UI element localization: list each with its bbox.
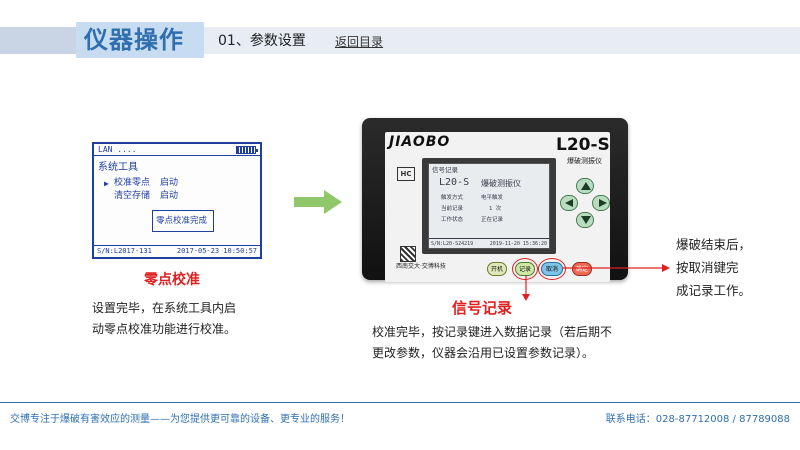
qr-code-icon xyxy=(400,246,416,262)
lcd-item-zero-calibration: 校准零点 xyxy=(114,178,151,188)
arrow-left-icon xyxy=(565,199,573,207)
record-button-highlight xyxy=(512,258,538,280)
screen-row-label: 触发方式 xyxy=(441,195,464,201)
lcd-item-marker: ▶ xyxy=(104,179,109,188)
arrow-down-icon xyxy=(581,216,591,224)
lcd-menu-title: 系统工具 xyxy=(98,162,138,173)
battery-icon xyxy=(236,146,258,154)
lcd-item-clear-storage: 清空存储 xyxy=(114,191,151,201)
signal-record-description: 校准完毕，按记录键进入数据记录（若后期不 更改参数，仪器会沿用已设置参数记录）。 xyxy=(372,322,612,364)
header-accent xyxy=(0,27,76,54)
description-line: 更改参数，仪器会沿用已设置参数记录）。 xyxy=(372,346,595,360)
screen-row-label: 当前记录 xyxy=(441,206,464,212)
zero-calibration-caption: 零点校准 xyxy=(144,272,200,288)
device-model: L20-S xyxy=(556,135,610,155)
screen-row-value: 电平触发 xyxy=(481,195,504,201)
screen-row-label: 工作状态 xyxy=(441,217,464,223)
cancel-button-highlight xyxy=(538,258,566,280)
power-button[interactable]: 开机 xyxy=(487,262,507,276)
footer-slogan: 交博专注于爆破有害效应的测量——为您提供更可靠的设备、更专业的服务！ xyxy=(10,414,350,425)
note-line: 按取消键完 xyxy=(676,260,739,275)
device-subtitle: 爆破测振仪 xyxy=(567,157,602,165)
lcd-bottom-bar xyxy=(94,245,260,257)
section-title: 01、参数设置 xyxy=(218,33,306,49)
lcd-datetime: 2017-05-23 10:50:57 xyxy=(176,247,257,255)
signal-record-caption: 信号记录 xyxy=(452,299,513,317)
description-line: 动零点校准功能进行校准。 xyxy=(92,322,237,336)
confirm-button[interactable]: 确定 xyxy=(572,262,592,276)
screen-model: L20-S xyxy=(439,177,470,188)
green-arrow-right-icon xyxy=(294,190,342,214)
screen-divider xyxy=(429,238,549,239)
zero-calibration-screen: LAN .... 系统工具 ▶ 校准零点 启动 清空存储 启动 零点校准完成 S… xyxy=(92,142,262,259)
finish-record-note: 爆破结束后， 按取消键完 成记录工作。 xyxy=(676,233,751,302)
device-screen: 信号记录 L20-S 爆破测振仪 触发方式 电平触发 当前记录 1 次 工作状态… xyxy=(428,163,550,249)
lcd-network-label: LAN .... xyxy=(98,145,137,154)
cancel-callout-arrow-icon xyxy=(562,264,670,272)
device-brand-logo: JIAOBO xyxy=(389,134,451,150)
certification-mark-icon: HC xyxy=(397,167,415,181)
screen-row-value: 正在记录 xyxy=(481,217,504,223)
page-title: 仪器操作 xyxy=(84,26,184,54)
screen-name: 爆破测振仪 xyxy=(481,179,521,188)
note-line: 爆破结束后， xyxy=(676,237,752,252)
screen-serial: S/N:L20-S24219 xyxy=(431,241,474,247)
arrow-up-icon xyxy=(581,182,591,190)
dpad-left-button[interactable] xyxy=(560,195,578,211)
footer-divider xyxy=(0,402,800,403)
dialog-text: 零点校准完成 xyxy=(156,216,208,226)
device-maker-label: 西南交大·交博科技 xyxy=(396,263,446,270)
zero-calibration-description: 设置完毕，在系统工具内启 动零点校准功能进行校准。 xyxy=(92,298,236,340)
back-to-toc-link[interactable]: 返回目录 xyxy=(335,35,384,49)
calibration-done-dialog: 零点校准完成 xyxy=(152,210,214,232)
header-title-box xyxy=(76,22,204,58)
lcd-item-zero-calibration-action: 启动 xyxy=(160,178,179,188)
note-line: 成记录工作。 xyxy=(676,283,752,298)
lcd-serial: S/N:L2017-131 xyxy=(97,247,152,255)
dpad-right-button[interactable] xyxy=(592,195,610,211)
dpad-down-button[interactable] xyxy=(576,212,594,228)
footer-phone: 联系电话：028-87712008 / 87789088 xyxy=(605,414,790,425)
screen-datetime: 2019-11-20 15:36:20 xyxy=(489,241,547,247)
description-line: 设置完毕，在系统工具内启 xyxy=(92,301,237,315)
lcd-top-bar xyxy=(94,144,260,156)
arrow-right-icon xyxy=(599,199,607,207)
screen-header: 信号记录 xyxy=(432,166,458,174)
record-callout-arrow-icon xyxy=(522,276,530,301)
lcd-item-clear-storage-action: 启动 xyxy=(160,191,179,201)
dpad-up-button[interactable] xyxy=(576,178,594,194)
screen-row-value: 1 次 xyxy=(489,206,502,212)
direction-pad xyxy=(560,178,610,228)
description-line: 校准完毕，按记录键进入数据记录（若后期不 xyxy=(372,325,613,339)
